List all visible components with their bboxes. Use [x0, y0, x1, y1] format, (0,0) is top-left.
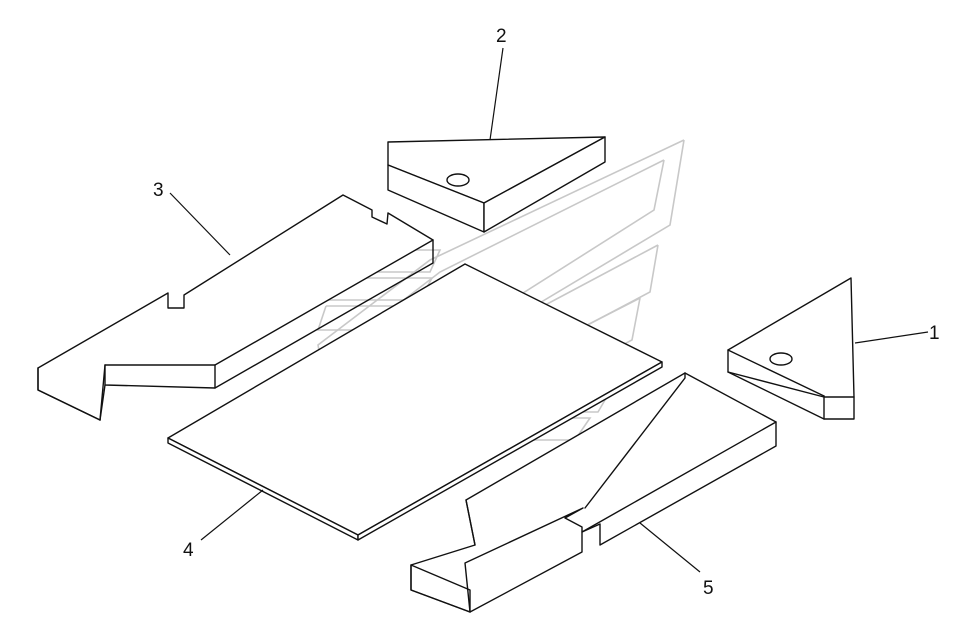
callout-4: 4: [183, 540, 194, 561]
part-2-triangular-block: [387, 136, 606, 233]
leader-line-2: [489, 47, 504, 141]
leader-line-5: [639, 522, 701, 573]
callout-2: 2: [496, 26, 507, 47]
part-5-notched-block: [410, 372, 777, 613]
leader-line-3: [169, 192, 231, 256]
callout-5: 5: [703, 578, 714, 599]
leader-lines: [169, 47, 929, 573]
leader-line-1: [854, 331, 929, 344]
leader-line-4: [200, 489, 264, 541]
part-1-hole: [769, 352, 793, 366]
part-1-triangular-block: [727, 277, 855, 420]
callout-3: 3: [153, 180, 164, 201]
part-3-notched-block: [37, 194, 434, 421]
part-2-hole: [446, 173, 470, 187]
part-4-flat-plate: [167, 263, 663, 541]
callout-1: 1: [929, 323, 940, 344]
